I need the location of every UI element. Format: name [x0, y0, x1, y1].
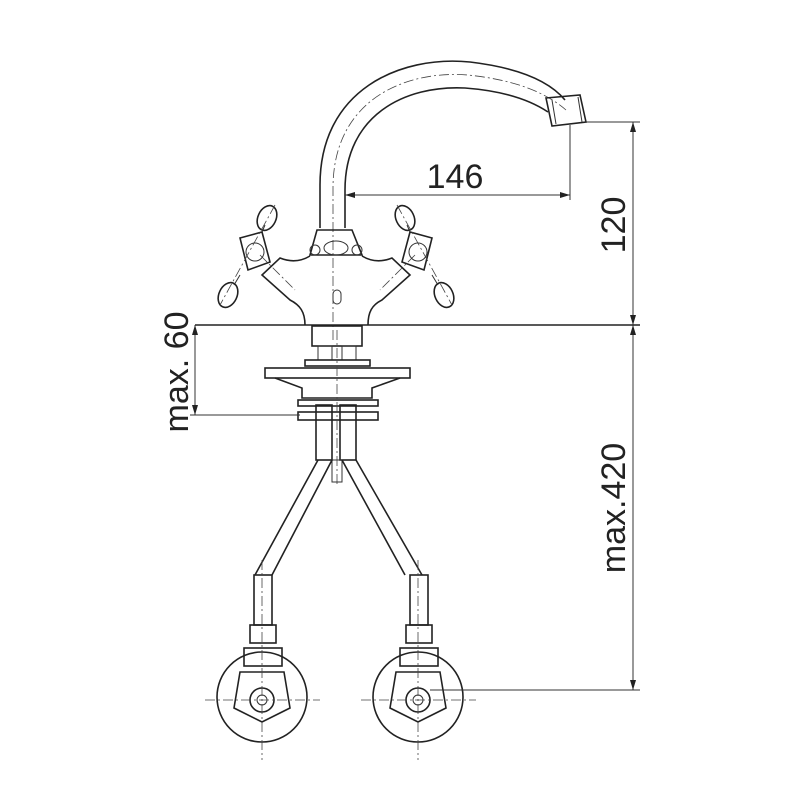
dimension-max-60: max. 60 [158, 312, 196, 433]
spout [319, 60, 587, 340]
dimension-max-420: max.420 [595, 443, 633, 573]
left-handle [217, 204, 278, 309]
mixer-body [259, 229, 416, 326]
dimension-146: 146 [427, 158, 484, 196]
hoses [243, 459, 439, 667]
left-angle-valve [205, 560, 320, 760]
right-angle-valve [361, 560, 476, 760]
mounting-assembly [264, 325, 411, 485]
dimension-120: 120 [595, 197, 633, 254]
right-handle [394, 204, 455, 309]
dimension-lines [190, 121, 640, 691]
